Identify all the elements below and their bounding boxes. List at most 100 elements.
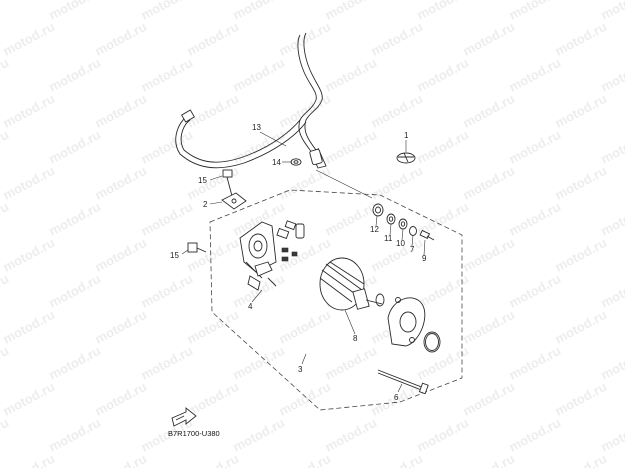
watermark-text: motod.ru	[368, 91, 425, 131]
callout-3: 3	[298, 365, 303, 374]
watermark-text: motod.ru	[92, 307, 149, 347]
armature-8	[319, 257, 385, 311]
breather-hose	[175, 32, 327, 169]
watermark-text: motod.ru	[0, 451, 57, 468]
watermark-text: motod.ru	[322, 127, 379, 167]
watermark-text: motod.ru	[368, 451, 425, 468]
callout-2: 2	[203, 200, 208, 209]
callout-1: 1	[404, 131, 409, 140]
watermark-text: motod.ru	[138, 343, 195, 383]
callout-15-upper: 15	[198, 176, 207, 185]
watermark-text: motod.ru	[138, 199, 195, 239]
watermark-text: motod.ru	[414, 55, 471, 95]
hose-clamp	[396, 152, 416, 164]
watermark-text: motod.ru	[184, 235, 241, 275]
watermark-text: motod.ru	[276, 451, 333, 468]
watermark-text: motod.ru	[552, 451, 609, 468]
watermark-text: motod.ru	[184, 91, 241, 131]
watermark-text: motod.ru	[46, 271, 103, 311]
watermark-text: motod.ru	[184, 19, 241, 59]
watermark-text: motod.ru	[322, 0, 379, 23]
watermark-text: motod.ru	[46, 199, 103, 239]
watermark-text: motod.ru	[552, 91, 609, 131]
watermark-text: motod.ru	[0, 271, 11, 311]
watermark-text: motod.ru	[460, 19, 517, 59]
callout-7: 7	[410, 245, 415, 254]
watermark-text: motod.ru	[276, 379, 333, 419]
watermark-text: motod.ru	[46, 415, 103, 455]
watermark-text: motod.ru	[0, 343, 11, 383]
watermark-text: motod.ru	[276, 163, 333, 203]
watermark-text: motod.ru	[506, 0, 563, 23]
watermark-text: motod.ru	[92, 163, 149, 203]
watermark-text: motod.ru	[414, 0, 471, 23]
callout-13: 13	[252, 123, 261, 132]
bolt-15-upper	[222, 169, 233, 197]
watermark-text: motod.ru	[460, 451, 517, 468]
washer-10	[398, 218, 408, 230]
watermark-text: motod.ru	[138, 271, 195, 311]
watermark-text: motod.ru	[0, 0, 11, 23]
watermark-text: motod.ru	[46, 127, 103, 167]
watermark-text: motod.ru	[414, 415, 471, 455]
washer-7	[409, 226, 417, 236]
watermark-text: motod.ru	[184, 451, 241, 468]
washer-11	[386, 213, 396, 225]
watermark-text: motod.ru	[552, 307, 609, 347]
watermark-text: motod.ru	[46, 0, 103, 23]
watermark-text: motod.ru	[0, 199, 11, 239]
callouts: 1 13 14 15 2 15 12 11 10 7 9 8 4 3 6	[170, 123, 427, 402]
watermark-text: motod.ru	[598, 415, 625, 455]
watermark-text: motod.ru	[460, 307, 517, 347]
leader-lines	[181, 131, 426, 393]
watermark-text: motod.ru	[552, 379, 609, 419]
watermark-text: motod.ru	[322, 55, 379, 95]
watermark-text: motod.ru	[368, 163, 425, 203]
watermark-text: motod.ru	[0, 91, 57, 131]
watermark-text: motod.ru	[46, 343, 103, 383]
watermark-text: motod.ru	[598, 55, 625, 95]
watermark-text: motod.ru	[460, 235, 517, 275]
watermark-text: motod.ru	[184, 307, 241, 347]
callout-14: 14	[272, 158, 281, 167]
watermark-text: motod.ru	[598, 199, 625, 239]
watermark-text: motod.ru	[0, 235, 57, 275]
diagram-code: B7R1700-U380	[168, 429, 220, 438]
watermark-text: motod.ru	[322, 343, 379, 383]
watermark-text: motod.ru	[0, 55, 11, 95]
watermark-text: motod.ru	[506, 271, 563, 311]
watermark-text: motod.ru	[46, 55, 103, 95]
watermark-text: motod.ru	[92, 379, 149, 419]
oring-rear	[423, 331, 441, 353]
watermark-text: motod.ru	[0, 163, 57, 203]
watermark-text: motod.ru	[184, 379, 241, 419]
long-bolt-6	[377, 369, 429, 395]
watermark-text: motod.ru	[506, 127, 563, 167]
washer-14	[290, 158, 302, 166]
watermark-text: motod.ru	[506, 415, 563, 455]
watermark-text: motod.ru	[552, 235, 609, 275]
watermark-text: motod.ru	[552, 163, 609, 203]
watermark-text: motod.ru	[92, 91, 149, 131]
watermark-text: motod.ru	[598, 127, 625, 167]
watermark-text: motod.ru	[598, 0, 625, 23]
watermark-text: motod.ru	[506, 55, 563, 95]
watermark-text: motod.ru	[506, 199, 563, 239]
bolt-15-lower	[187, 242, 207, 253]
watermark-text: motod.ru	[138, 0, 195, 23]
oring-12	[372, 203, 384, 217]
starter-rear-cover	[387, 297, 426, 347]
watermark-text: motod.ru	[460, 163, 517, 203]
callout-10: 10	[396, 239, 405, 248]
watermark-text: motod.ru	[138, 55, 195, 95]
watermark-text: motod.ru	[92, 235, 149, 275]
watermark-text: motod.ru	[322, 415, 379, 455]
watermark-text: motod.ru	[230, 343, 287, 383]
watermark-text: motod.ru	[0, 127, 11, 167]
axis-line	[315, 169, 373, 199]
callout-6: 6	[394, 393, 399, 402]
watermark-text: motod.ru	[460, 91, 517, 131]
callout-15-lower: 15	[170, 251, 179, 260]
watermark-text: motod.ru	[598, 343, 625, 383]
